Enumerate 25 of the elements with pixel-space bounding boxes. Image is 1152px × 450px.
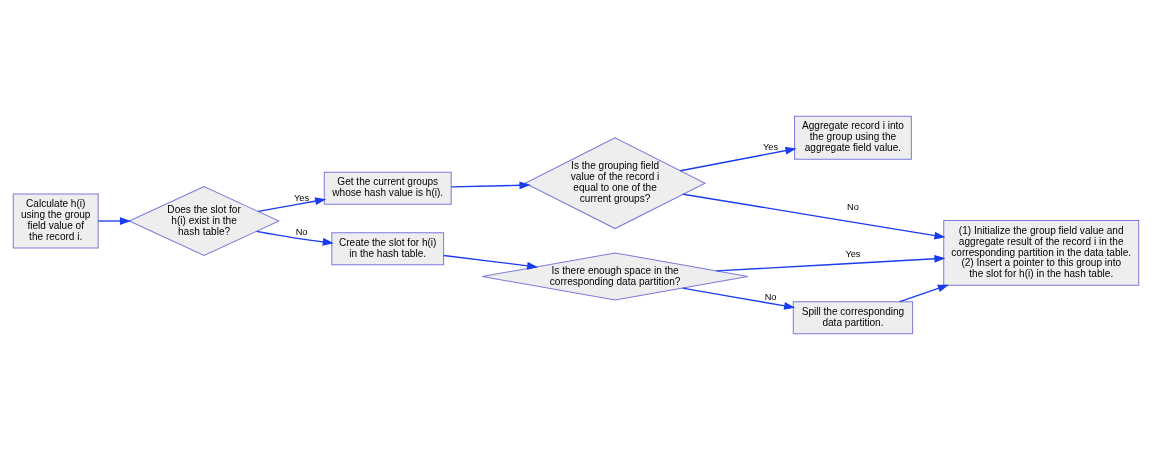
arrow [679,146,797,172]
edge-label: No [764,291,777,302]
edge-label: Yes [845,248,861,259]
edge-label: No [295,227,308,238]
node-diamond: Does the slot for h(i) exist in the hash table? [128,186,281,257]
arrow [255,230,334,246]
node-box: Spill the corresponding data partition. [792,301,914,335]
arrow [715,254,946,272]
node-box: Aggregate record i into the group using the aggregate field value. [794,115,912,160]
edge-label: Yes [763,142,779,153]
arrow [443,254,539,270]
edge-label: No [847,201,859,212]
node-box: (1) Initialize the group field value and aggregate result of the record i in the corresponding partition in the data table. (2) Insert a pointer to this group into the slot for h(i) in the hash table. [943,220,1140,286]
node-diamond: Is the grouping field value of the record i equal to one of the current groups? [524,137,707,230]
node-diamond: Is there enough space in the corresponding data partition? [481,252,749,301]
arrow [899,284,949,303]
arrow [682,193,946,240]
arrow [257,197,327,213]
arrow [682,287,796,310]
arrow [450,181,531,190]
node-box: Get the current groups whose hash value is h(i). [323,171,452,205]
arrow [97,217,132,225]
edge-label: Yes [294,192,310,203]
node-box: Create the slot for h(i) in the hash table. [331,232,445,266]
node-box: Calculate h(i) using the group field value of the record i. [12,193,99,249]
